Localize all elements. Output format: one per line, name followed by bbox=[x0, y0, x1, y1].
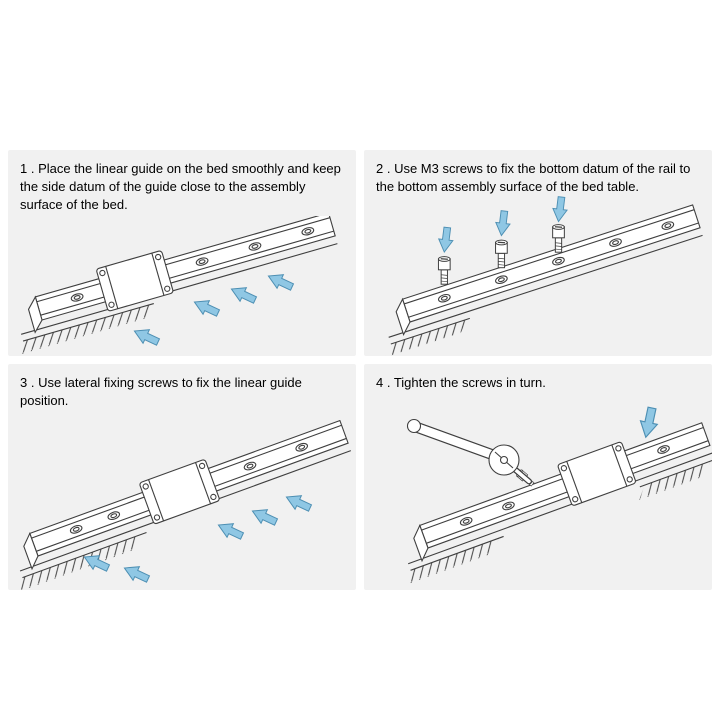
push-arrow-icon bbox=[227, 281, 259, 308]
step-4-panel: 4 . Tighten the screws in turn. bbox=[364, 364, 712, 590]
step-1-illustration bbox=[16, 216, 338, 356]
carriage-block bbox=[557, 441, 636, 506]
carriage-block bbox=[96, 250, 174, 312]
step-3-panel: 3 . Use lateral fixing screws to fix the… bbox=[8, 364, 356, 590]
step-2-illustration bbox=[384, 196, 703, 356]
hatch-area bbox=[639, 461, 711, 500]
push-arrow-icon bbox=[248, 503, 280, 530]
bed-surface bbox=[384, 235, 703, 356]
bed-surface bbox=[16, 243, 338, 356]
step-3-illustration bbox=[17, 420, 352, 590]
press-down-arrow-icon bbox=[436, 226, 455, 254]
push-arrow-icon bbox=[264, 268, 296, 295]
push-arrow-icon bbox=[120, 560, 152, 587]
carriage-block bbox=[139, 459, 220, 525]
step-2-panel: 2 . Use M3 screws to fix the bottom datu… bbox=[364, 150, 712, 356]
hatch-area bbox=[384, 319, 467, 356]
step-4-text: 4 . Tighten the screws in turn. bbox=[376, 375, 546, 390]
linear-rail bbox=[27, 216, 336, 334]
push-arrow-icon bbox=[282, 489, 314, 516]
bed-surface bbox=[405, 452, 712, 586]
press-down-arrow-icon bbox=[493, 210, 512, 238]
push-arrow-icon bbox=[130, 323, 162, 350]
step-1-text: 1 . Place the linear guide on the bed sm… bbox=[20, 161, 341, 213]
linear-rail bbox=[395, 204, 701, 337]
hatch-area bbox=[17, 534, 142, 590]
hatch-area bbox=[16, 304, 152, 356]
step-3-text: 3 . Use lateral fixing screws to fix the… bbox=[20, 375, 302, 409]
press-down-arrow-icon bbox=[636, 405, 662, 440]
tool-handle-knob bbox=[406, 418, 422, 434]
tightening-tool bbox=[406, 418, 536, 488]
instruction-grid: 1 . Place the linear guide on the bed sm… bbox=[8, 150, 712, 590]
push-arrow-icon bbox=[214, 517, 246, 544]
step-2-text: 2 . Use M3 screws to fix the bottom datu… bbox=[376, 161, 691, 195]
m3-screw-icon bbox=[437, 256, 451, 286]
step-4-illustration bbox=[405, 405, 712, 586]
push-arrow-icon bbox=[190, 294, 222, 321]
hatch-area bbox=[405, 538, 499, 586]
m3-screw-icon bbox=[494, 239, 508, 269]
step-1-panel: 1 . Place the linear guide on the bed sm… bbox=[8, 150, 356, 356]
press-down-arrow-icon bbox=[550, 196, 570, 224]
